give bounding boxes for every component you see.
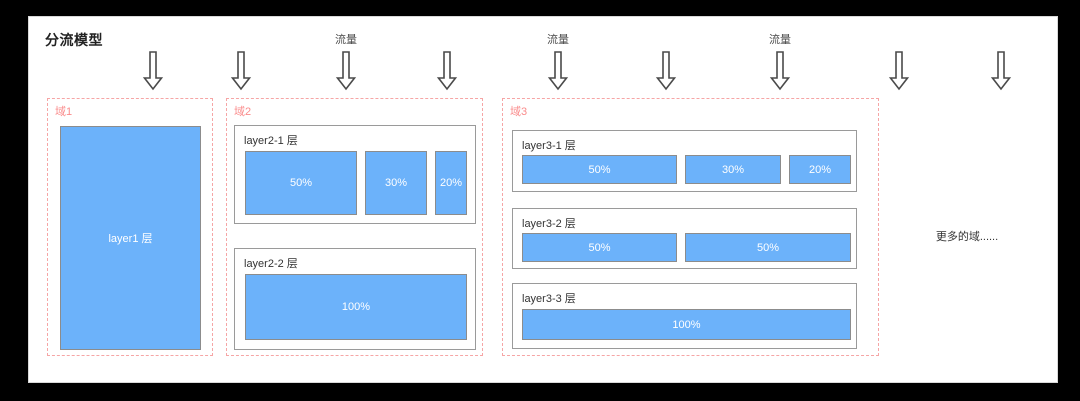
traffic-arrow-3-icon bbox=[335, 51, 357, 91]
layer2-1-block-2[interactable]: 30% bbox=[365, 151, 427, 215]
traffic-arrow-9-icon bbox=[990, 51, 1012, 91]
layer3-1-block-1[interactable]: 50% bbox=[522, 155, 677, 184]
domain-3-label: 域3 bbox=[510, 106, 528, 118]
layer1-block[interactable]: layer1 层 bbox=[60, 126, 201, 350]
traffic-arrow-6-icon bbox=[655, 51, 677, 91]
layer3-2-block-2[interactable]: 50% bbox=[685, 233, 851, 262]
flow-label-1: 流量 bbox=[335, 34, 357, 46]
layer2-2-block-1-label: 100% bbox=[341, 301, 371, 313]
layer3-3-card[interactable]: layer3-3 层 100% bbox=[512, 283, 857, 349]
flow-label-2: 流量 bbox=[547, 34, 569, 46]
domain-2[interactable]: 域2 layer2-1 层 50% 30% 20% layer2-2 层 100… bbox=[226, 98, 483, 356]
layer3-1-block-2[interactable]: 30% bbox=[685, 155, 781, 184]
domain-2-label: 域2 bbox=[234, 106, 252, 118]
layer2-1-title: layer2-1 层 bbox=[244, 135, 298, 147]
more-domains-note: 更多的域...... bbox=[935, 231, 999, 243]
traffic-arrow-1-icon bbox=[142, 51, 164, 91]
layer3-2-block-2-label: 50% bbox=[756, 241, 780, 254]
layer2-1-block-1[interactable]: 50% bbox=[245, 151, 357, 215]
layer3-3-block-1[interactable]: 100% bbox=[522, 309, 851, 340]
layer3-1-title: layer3-1 层 bbox=[522, 140, 576, 152]
traffic-arrow-4-icon bbox=[436, 51, 458, 91]
layer3-1-card[interactable]: layer3-1 层 50% 30% 20% bbox=[512, 130, 857, 192]
layer3-2-title: layer3-2 层 bbox=[522, 218, 576, 230]
layer3-1-block-3-label: 20% bbox=[808, 163, 832, 176]
layer3-1-block-3[interactable]: 20% bbox=[789, 155, 851, 184]
traffic-arrow-7-icon bbox=[769, 51, 791, 91]
traffic-arrow-5-icon bbox=[547, 51, 569, 91]
layer3-2-card[interactable]: layer3-2 层 50% 50% bbox=[512, 208, 857, 269]
layer3-1-block-1-label: 50% bbox=[588, 163, 611, 176]
layer3-2-block-1-label: 50% bbox=[588, 241, 611, 254]
domain-1-label: 域1 bbox=[55, 106, 73, 118]
diagram-canvas: 分流模型 流量 流量 流量 bbox=[28, 16, 1058, 383]
layer2-1-block-3[interactable]: 20% bbox=[435, 151, 467, 215]
layer3-1-block-2-label: 30% bbox=[721, 163, 745, 176]
layer3-3-title: layer3-3 层 bbox=[522, 293, 576, 305]
layer2-2-title: layer2-2 层 bbox=[244, 258, 298, 270]
domain-1[interactable]: 域1 layer1 层 bbox=[47, 98, 213, 356]
traffic-arrow-8-icon bbox=[888, 51, 910, 91]
layer2-1-block-1-label: 50% bbox=[289, 177, 313, 189]
layer2-1-block-3-label: 20% bbox=[439, 177, 463, 189]
layer3-2-block-1[interactable]: 50% bbox=[522, 233, 677, 262]
page-title: 分流模型 bbox=[45, 32, 103, 48]
domain-3[interactable]: 域3 layer3-1 层 50% 30% 20% layer3-2 层 50% bbox=[502, 98, 879, 356]
layer1-block-label: layer1 层 bbox=[108, 233, 153, 245]
layer2-1-block-2-label: 30% bbox=[384, 177, 408, 189]
layer3-3-block-1-label: 100% bbox=[672, 318, 701, 331]
layer2-2-block-1[interactable]: 100% bbox=[245, 274, 467, 340]
traffic-arrow-2-icon bbox=[230, 51, 252, 91]
flow-label-3: 流量 bbox=[769, 34, 791, 46]
layer2-1-card[interactable]: layer2-1 层 50% 30% 20% bbox=[234, 125, 476, 224]
layer2-2-card[interactable]: layer2-2 层 100% bbox=[234, 248, 476, 350]
